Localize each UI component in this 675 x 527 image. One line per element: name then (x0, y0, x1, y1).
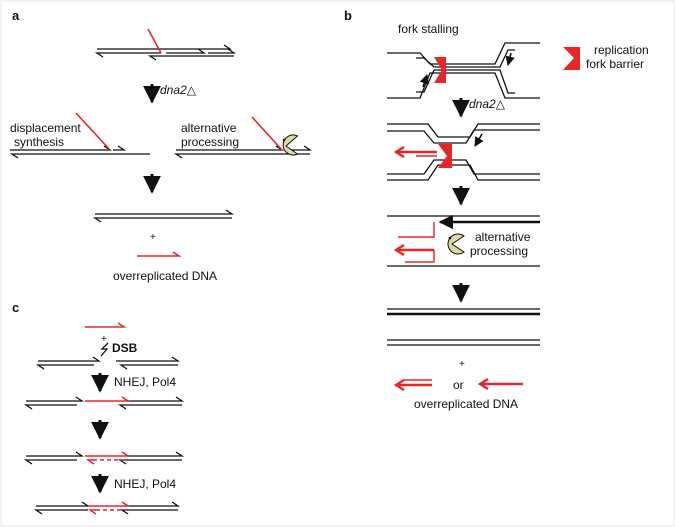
panel-b-stalled-fork (387, 42, 540, 99)
panel-c-step2: NHEJ, Pol4 (114, 477, 176, 491)
panel-b-stall-arrow-right (505, 52, 515, 66)
replication-fork-barrier-icon (434, 57, 446, 83)
panel-c-plus: + (101, 334, 107, 345)
panel-c-red-insert (85, 322, 127, 328)
lightning-break-icon (100, 342, 109, 357)
panel-a-right-label-2: processing (181, 135, 239, 149)
panel-b-red-bracket (398, 222, 435, 238)
panel-b-result-label: overreplicated DNA (414, 397, 518, 411)
panel-c-broken-duplex (35, 356, 181, 370)
panel-b-stall-arrow-left (419, 74, 429, 88)
panel-a-flap-strand (147, 28, 162, 54)
panel-b-regressed-fork (387, 123, 540, 181)
panel-a-mutant-label: dna2△ (160, 83, 197, 97)
panel-a-left-label-2: synthesis (14, 135, 64, 149)
panel-a-result-duplex (92, 209, 235, 223)
panel-b-plus: + (459, 359, 465, 370)
panel-b-red-arrow-1-head (393, 145, 405, 159)
panel-b-mutant-label: dna2△ (469, 97, 506, 111)
panel-c-red-insert-2 (85, 396, 131, 402)
panel-a-left-label-1: displacement (10, 121, 81, 135)
panel-b: b fork stalling replication fork barrier… (344, 8, 649, 411)
panel-c-red-dashed-head-1 (85, 459, 95, 465)
panel-a-right-flap (251, 116, 283, 151)
panel-b-alt-2: processing (470, 244, 528, 258)
panel-b-processing-duplex (387, 215, 540, 267)
panel-b-red-bracket-lower (405, 250, 435, 263)
panel-c-fillin-duplex (23, 451, 185, 465)
panel-b-label: b (344, 8, 352, 23)
panel-b-stall-label: fork stalling (398, 22, 459, 36)
panel-c: c + DSB NHEJ, Pol4 (12, 300, 185, 515)
panel-a: a dna2△ displacement synthesis alternati… (9, 8, 313, 283)
panel-a-left-flap (75, 112, 111, 151)
pacman-eye-icon-b (448, 236, 452, 240)
panel-c-red-insert-4 (88, 501, 131, 507)
panel-a-right-label-1: alternative (181, 121, 237, 135)
panel-b-alt-1: alternative (475, 230, 531, 244)
panel-c-final-duplex (33, 501, 181, 515)
panel-b-product-2-head (477, 377, 489, 391)
panel-a-label: a (12, 8, 20, 23)
pacman-nuclease-icon (282, 134, 299, 156)
legend-barrier-icon (563, 47, 580, 70)
panel-b-legend-2: fork barrier (586, 57, 644, 71)
pacman-nuclease-icon-b (447, 233, 465, 255)
panel-b-or: or (453, 378, 464, 392)
panel-a-plus: + (150, 232, 156, 243)
panel-b-regress-arrow (474, 133, 484, 147)
panel-a-result-label: overreplicated DNA (113, 269, 217, 283)
panel-c-red-insert-3 (85, 451, 131, 457)
panel-a-red-fragment (137, 251, 182, 257)
panel-c-ligated-duplex (23, 396, 185, 410)
panel-b-legend-1: replication (594, 43, 649, 57)
panel-b-barrier-2 (438, 144, 452, 168)
panel-c-red-dashed-head-2 (87, 509, 97, 515)
panel-b-red-arrow-mid-head (393, 243, 405, 257)
panel-b-product-1-head (393, 378, 405, 392)
panel-a-flap-duplex (94, 44, 237, 61)
panel-c-label: c (12, 300, 19, 315)
panel-c-dsb: DSB (112, 341, 138, 355)
pacman-eye-icon (282, 138, 286, 142)
panel-b-result-duplexes (387, 308, 540, 346)
panel-c-step1: NHEJ, Pol4 (114, 375, 176, 389)
